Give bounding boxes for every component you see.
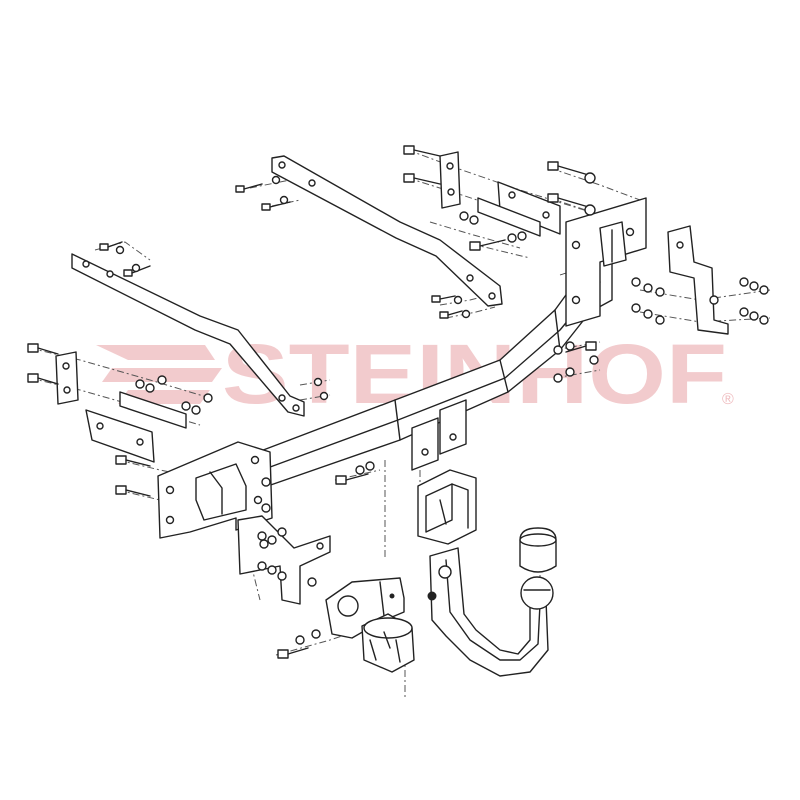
bolt [439,310,463,319]
bolt [403,173,441,185]
center-bracket [417,469,477,545]
washers-and-nuts [115,172,769,645]
bolt [403,145,441,157]
bolt [115,455,151,467]
right-drop-bracket [667,225,729,335]
steinhof-chevron-emblem [96,345,222,404]
tow-ball-hook [427,547,554,677]
bolt [235,183,263,193]
bolt [99,241,123,251]
left-end-plate [157,441,273,539]
bolt [27,343,59,355]
bolt [27,373,59,385]
bolt [277,647,309,659]
socket-holder-plate [325,577,405,639]
electrical-socket [361,613,415,673]
bolt [469,239,506,251]
top-clamp-plate [477,181,561,237]
left-side-bracket [71,253,305,417]
right-side-bracket [271,155,503,307]
tow-ball-cap [519,527,557,573]
bolt [565,341,597,353]
bolt [335,473,369,485]
left-clamp-plate [85,391,187,463]
top-spacer-plate [439,151,461,209]
left-spacer-plate [55,351,79,405]
right-end-plate [565,197,647,327]
bolt [431,295,456,303]
bolt [547,161,593,177]
receiver-mount-tabs [411,399,467,471]
bolt [115,485,151,497]
registered-trademark-mark: ® [722,391,734,408]
